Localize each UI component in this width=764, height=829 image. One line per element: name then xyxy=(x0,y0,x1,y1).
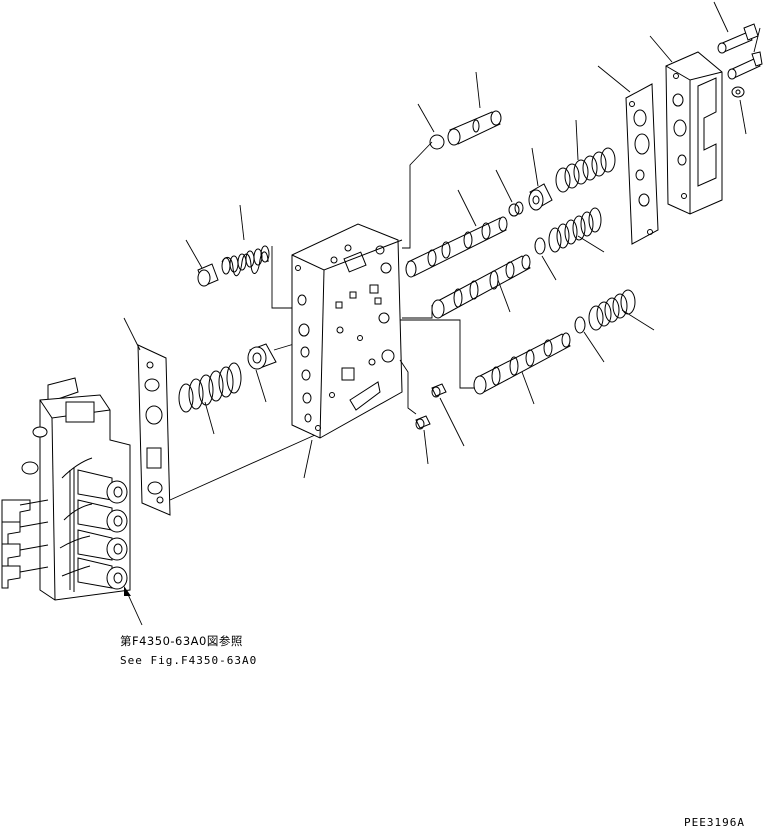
plug-pin xyxy=(447,110,502,146)
bolt xyxy=(717,23,759,54)
reference-label-japanese: 第F4350-63A0図参照 xyxy=(120,634,243,648)
solenoid-valve-assembly xyxy=(1,377,131,601)
cover-plate xyxy=(665,51,723,215)
small-plug xyxy=(431,383,447,398)
reference-arrow xyxy=(124,586,143,626)
bolt-small xyxy=(731,86,745,98)
retainer-2 xyxy=(528,183,553,211)
spring-middle xyxy=(548,207,602,253)
spring-upper xyxy=(555,147,616,193)
collar xyxy=(508,201,524,217)
gasket-left xyxy=(137,344,171,516)
reference-label-english: See Fig.F4350-63A0 xyxy=(120,654,257,667)
solenoid-coil xyxy=(77,557,128,590)
bolt xyxy=(727,51,763,80)
spring-small xyxy=(221,245,270,277)
small-plug xyxy=(415,415,431,430)
gasket-right xyxy=(625,83,659,245)
solenoid-coil xyxy=(77,529,128,561)
washer xyxy=(574,316,586,334)
spring-large-left xyxy=(178,362,242,413)
retainer-cup xyxy=(247,343,277,370)
o-ring xyxy=(429,134,445,150)
spool-3 xyxy=(473,332,571,395)
spring-lower xyxy=(588,289,636,331)
main-valve-body xyxy=(291,223,403,439)
washer xyxy=(534,237,546,255)
spool-2 xyxy=(431,254,531,319)
solenoid-coil xyxy=(77,499,128,533)
spool-1 xyxy=(405,216,508,278)
drawing-code: PEE3196A xyxy=(684,816,745,829)
solenoid-coil xyxy=(77,469,128,504)
plug-small xyxy=(197,263,219,287)
